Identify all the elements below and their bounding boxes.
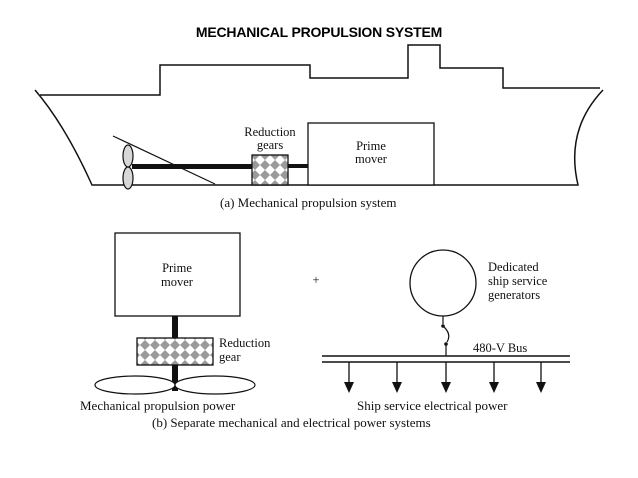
load-arrows (344, 362, 546, 393)
generators-label-1: Dedicated (488, 260, 539, 274)
prime-mover-label-a-1: Prime (356, 139, 386, 153)
prime-mover-box-b (114, 232, 241, 317)
reduction-gears-label-1: Reduction (244, 125, 296, 139)
ship-superstructure (40, 44, 600, 96)
mech-power-label: Mechanical propulsion power (80, 398, 236, 413)
generators-label-3: generators (488, 288, 540, 302)
propeller-blades-icon (94, 375, 256, 395)
propeller-shaft (132, 164, 252, 169)
plus-sign: + (312, 273, 319, 287)
breaker-switch (442, 325, 450, 343)
reduction-gears-label-2: gears (257, 138, 284, 152)
generators-label-2: ship service (488, 274, 548, 288)
prime-mover-label-b-1: Prime (162, 261, 192, 275)
prime-mover-label-a-2: mover (355, 152, 388, 166)
reduction-gear-label-2: gear (219, 350, 241, 364)
generator-circle (409, 249, 477, 317)
bus-label: 480-V Bus (473, 341, 527, 355)
reduction-gear-label-1: Reduction (219, 336, 271, 350)
elec-power-label: Ship service electrical power (357, 398, 508, 413)
caption-b: (b) Separate mechanical and electrical p… (152, 415, 431, 430)
caption-a: (a) Mechanical propulsion system (220, 195, 397, 210)
reduction-gear-box-b (136, 337, 214, 366)
slide-title: MECHANICAL PROPULSION SYSTEM (195, 24, 443, 40)
prime-mover-label-b-2: mover (161, 275, 194, 289)
propeller-icon (122, 144, 134, 190)
stern-strut (112, 135, 216, 185)
prime-mover-box-a (307, 122, 435, 186)
reduction-gears-box (251, 154, 289, 186)
